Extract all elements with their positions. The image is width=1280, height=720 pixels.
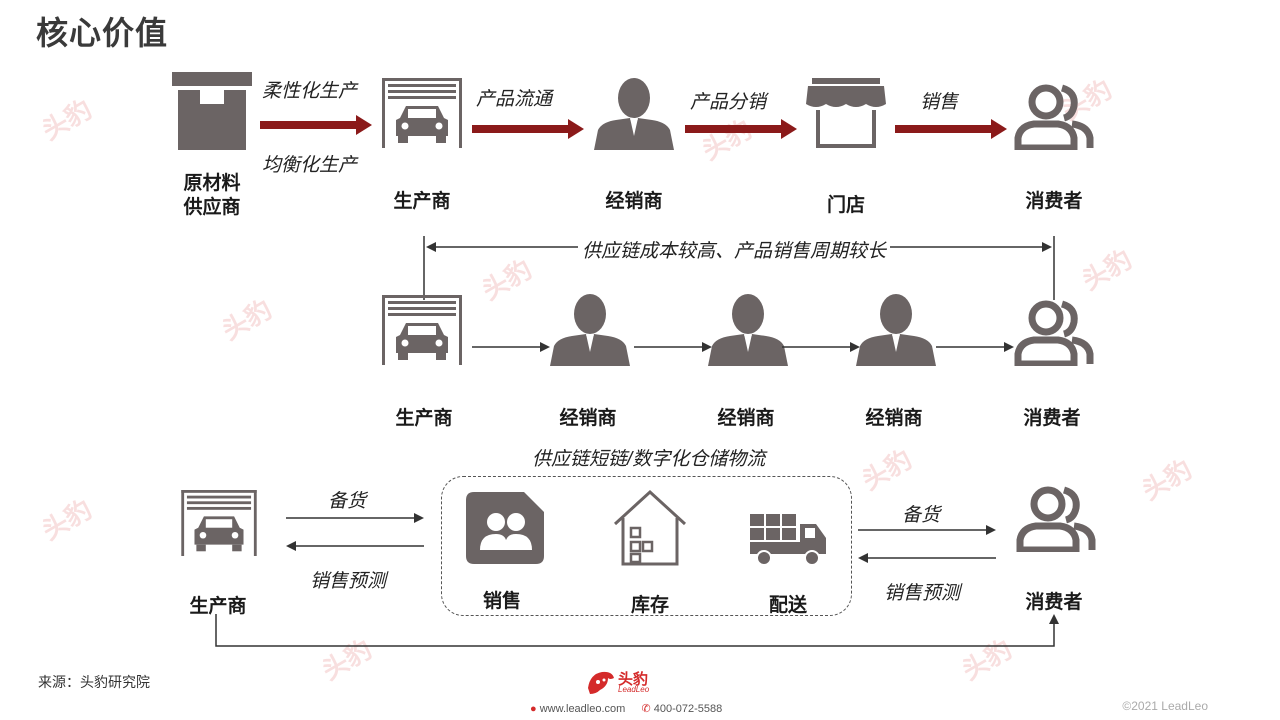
delivery-label: 配送 [768,595,807,616]
box-title: 供应链短链/数字化仓储物流 [532,449,766,470]
consumer-users-icon [1016,486,1096,552]
flow-label: 产品分销 [690,92,767,113]
consumer-users-icon [1014,300,1094,366]
flow-label: 均衡化生产 [262,155,358,176]
flow-label: 柔性化生产 [262,81,358,102]
consumer-label: 消费者 [1023,408,1081,429]
factory-car-icon [382,78,462,148]
distributor-label: 经销商 [605,191,663,212]
bidirectional-arrows [286,513,424,551]
store-label: 门店 [826,195,865,216]
producer-label: 生产商 [395,408,453,429]
source-note: 来源：头豹研究院 [38,674,150,690]
producer-label: 生产商 [189,596,247,617]
direct-connector-arrow [215,614,1059,647]
flow-arrow [472,342,550,352]
distributor-label: 经销商 [559,408,617,429]
distributor-person-icon [708,294,788,366]
flow-arrow [634,342,712,352]
node-label-line1: 原材料 [183,173,241,194]
sales-label: 销售 [482,591,521,612]
distributor-label: 经销商 [865,408,923,429]
brand-name: 头豹 [618,671,649,688]
watermark: 头豹 [696,113,757,166]
leopard-logo-icon [588,671,614,694]
flow-label: 备货 [902,505,941,526]
flow-label: 销售预测 [310,571,387,592]
warehouse-inventory-icon [613,489,687,566]
span-note: 供应链成本较高、产品销售周期较长 [578,236,891,263]
copyright: ©2021 LeadLeo [1122,699,1208,713]
page-title: 核心价值 [36,15,169,51]
distributor-person-icon [550,294,630,366]
flow-arrow [685,119,797,139]
watermark: 头豹 [36,93,97,146]
flow-arrow [782,342,860,352]
factory-car-icon [181,490,257,556]
package-box-icon [172,72,252,150]
factory-car-icon [382,295,462,365]
watermark: 头豹 [36,493,97,546]
delivery-truck-icon [750,514,826,566]
supply-chain-box [441,476,852,616]
distributor-person-icon [856,294,936,366]
bidirectional-arrows [858,525,996,563]
footer-contact: ● www.leadleo.com ✆ 400-072-5588 [530,702,722,715]
producer-label: 生产商 [393,191,451,212]
watermark: 头豹 [216,293,277,346]
brand-logo: 头豹 LeadLeo [586,668,706,696]
consumer-label: 消费者 [1025,592,1083,613]
flow-arrow [260,115,372,135]
flow-arrow [936,342,1014,352]
watermark: 头豹 [1076,243,1137,296]
sales-team-icon [466,492,544,564]
flow-label: 销售 [920,92,959,113]
raw-material-supplier-label: 原材料 供应商 [172,172,252,220]
phone-icon: ✆ [641,703,651,715]
watermark: 头豹 [856,443,917,496]
flow-arrow [895,119,1007,139]
inventory-label: 库存 [630,595,669,616]
consumer-users-icon [1014,84,1094,150]
phone-number: 400-072-5588 [653,703,723,715]
flow-label: 备货 [328,491,367,512]
flow-arrow [472,119,584,139]
globe-icon: ● [530,703,537,715]
website-link[interactable]: www.leadleo.com [539,703,626,715]
flow-label: 产品流通 [476,89,553,110]
node-label-line2: 供应商 [183,197,241,218]
distributor-person-icon [594,78,674,150]
watermark: 头豹 [1136,453,1197,506]
flow-label: 销售预测 [884,583,961,604]
consumer-label: 消费者 [1025,191,1083,212]
brand-subname: LeadLeo [618,685,650,694]
distributor-label: 经销商 [717,408,775,429]
store-icon [806,78,886,148]
